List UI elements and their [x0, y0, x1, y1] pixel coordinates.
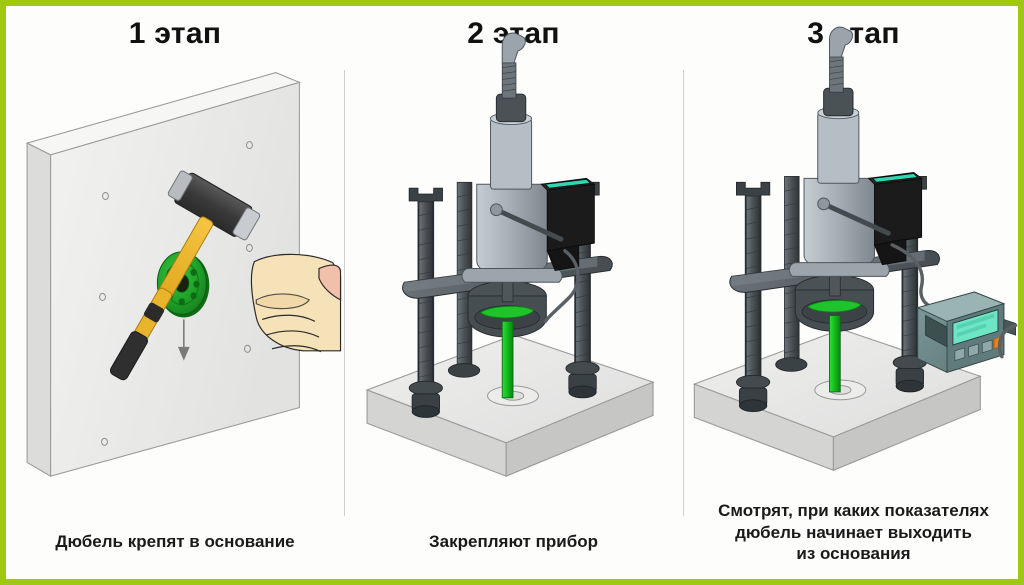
stage-1-illustration [25, 72, 342, 478]
wall-side-edge [26, 142, 52, 478]
sensor-module [867, 172, 923, 266]
hand [250, 253, 342, 353]
stage-panel-2: 2 этап [344, 6, 683, 579]
wall-holes [99, 141, 253, 446]
stage-3-caption-line-1: Смотрят, при каких показателях [718, 500, 989, 520]
stage-3-caption: Смотрят, при каких показателях дюбель на… [683, 500, 1018, 565]
hammer-face-left [167, 170, 193, 201]
hammer [157, 170, 261, 300]
digital-readout-meter [916, 291, 1016, 373]
hammer-face-right [232, 207, 261, 241]
tester-leg-left [736, 181, 771, 412]
stage-1-title: 1 этап [128, 17, 222, 50]
hammer-handle-lower [109, 287, 173, 381]
load-cell-puck [467, 280, 547, 338]
module-green-display [544, 178, 592, 189]
stage-panel-1: 1 этап [6, 6, 344, 579]
stage-2-caption: Закрепляют прибор [429, 532, 598, 552]
meter-output-cable [997, 323, 1018, 359]
stage-3-caption-line-3: из основания [796, 544, 911, 564]
down-arrow [177, 319, 190, 361]
stage-1-caption: Дюбель крепят в основание [55, 532, 295, 552]
stage-2-illustration [365, 32, 655, 477]
stage-3-caption-line-2: дюбель начинает выходить [735, 522, 972, 542]
stage-3-illustration [692, 26, 1018, 472]
panel-divider-1 [344, 70, 345, 516]
meter-buttons [954, 339, 993, 362]
sensor-module [540, 177, 596, 272]
link-rod [493, 207, 564, 242]
lever-handle [501, 32, 526, 64]
panel-divider-2 [683, 70, 684, 516]
puck-green-indicator [807, 300, 862, 313]
tester-leg-left [408, 187, 443, 418]
module-green-display [871, 173, 919, 183]
link-rod [821, 201, 891, 236]
green-rod [501, 320, 514, 399]
puck-green-indicator [479, 305, 535, 319]
sensor-cable [543, 249, 580, 324]
lever-handle [829, 26, 854, 58]
stage-3-title: 3 этап [807, 17, 900, 50]
green-rod [829, 315, 841, 393]
stage-panel-3: 3 этап [683, 6, 1018, 579]
